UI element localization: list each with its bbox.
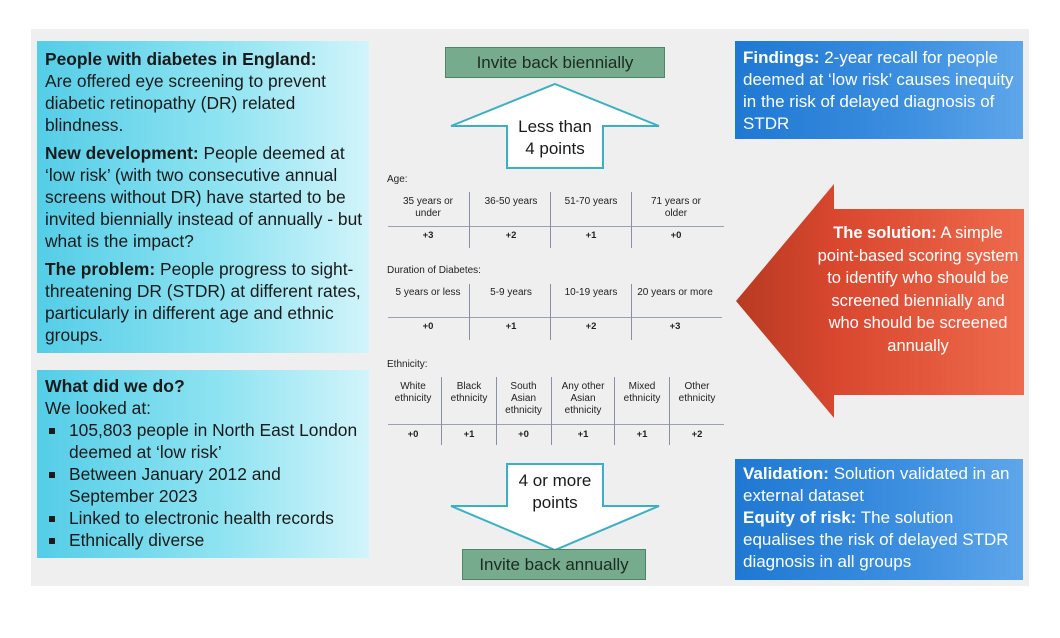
validation-panel: Validation: Solution validated in an ext… bbox=[735, 459, 1023, 580]
duration-score: +0 bbox=[422, 321, 434, 332]
ethnicity-col-label: Any other Asian ethnicity bbox=[561, 381, 605, 416]
equity-heading: Equity of risk: bbox=[743, 508, 857, 527]
table-divider bbox=[631, 284, 632, 340]
list-item: Between January 2012 and September 2023 bbox=[45, 463, 363, 507]
duration-col-label: 5 years or less bbox=[395, 287, 461, 298]
age-col-label: 35 years or under bbox=[402, 196, 454, 219]
age-score: +3 bbox=[422, 230, 434, 241]
age-score: +2 bbox=[505, 230, 517, 241]
ethnicity-col-label: Mixed ethnicity bbox=[623, 381, 661, 404]
table-divider bbox=[551, 377, 552, 445]
duration-score: +1 bbox=[505, 321, 517, 332]
methods-panel: What did we do? We looked at: 105,803 pe… bbox=[37, 370, 369, 558]
findings-paragraph: Findings: 2-year recall for people deeme… bbox=[743, 47, 1019, 135]
people-with-diabetes-paragraph: People with diabetes in England: Are off… bbox=[45, 48, 363, 136]
solution-heading: The solution: bbox=[833, 224, 937, 242]
list-item: 105,803 people in North East London deem… bbox=[45, 419, 363, 463]
new-development-heading: New development: bbox=[45, 143, 199, 163]
duration-col-label: 10-19 years bbox=[564, 287, 618, 298]
table-divider bbox=[669, 377, 670, 445]
list-item: Linked to electronic health records bbox=[45, 507, 363, 529]
ethnicity-score: +1 bbox=[577, 429, 589, 440]
age-score: +0 bbox=[670, 230, 682, 241]
age-col-label: 36-50 years bbox=[484, 196, 538, 207]
down-arrow bbox=[450, 463, 660, 552]
validation-paragraph: Validation: Solution validated in an ext… bbox=[743, 463, 1019, 507]
ethnicity-col-label: White ethnicity bbox=[394, 381, 432, 404]
table-divider bbox=[441, 377, 442, 445]
problem-heading: The problem: bbox=[45, 259, 156, 279]
methods-intro: We looked at: bbox=[45, 398, 152, 418]
solution-arrow bbox=[736, 184, 1024, 418]
background-panel: People with diabetes in England: Are off… bbox=[37, 41, 369, 353]
solution-text-block: The solution: A simple point-based scori… bbox=[815, 222, 1021, 357]
up-arrow-label: Less than 4 points bbox=[518, 117, 592, 158]
methods-list: 105,803 people in North East London deem… bbox=[45, 419, 363, 551]
table-divider bbox=[388, 226, 724, 227]
problem-text: People progress to sight-threatening DR … bbox=[45, 259, 361, 345]
ethnicity-col-label: Other ethnicity bbox=[678, 381, 716, 404]
equity-paragraph: Equity of risk: The solution equalises t… bbox=[743, 507, 1019, 573]
ethnicity-score: +1 bbox=[636, 429, 648, 440]
ethnicity-col-label: Black ethnicity bbox=[450, 381, 488, 404]
people-with-diabetes-heading: People with diabetes in England: bbox=[45, 49, 317, 69]
ethnicity-col-label: South Asian ethnicity bbox=[505, 381, 542, 416]
new-development-text: People deemed at ‘low risk’ (with two co… bbox=[45, 143, 363, 251]
table-divider bbox=[469, 284, 470, 340]
ethnicity-score: +0 bbox=[407, 429, 419, 440]
invite-annually-box: Invite back annually bbox=[462, 549, 646, 580]
duration-col-label: 5-9 years bbox=[490, 287, 532, 298]
invite-biennially-box: Invite back biennially bbox=[445, 47, 665, 78]
age-col-label: 71 years or older bbox=[650, 196, 702, 219]
ethnicity-score: +1 bbox=[463, 429, 475, 440]
down-arrow-label: 4 or more points bbox=[518, 471, 592, 512]
findings-text: 2-year recall for people deemed at ‘low … bbox=[743, 48, 1014, 133]
people-with-diabetes-text: Are offered eye screening to prevent dia… bbox=[45, 71, 327, 135]
age-table-title: Age: bbox=[387, 174, 408, 185]
table-divider bbox=[388, 317, 722, 318]
ethnicity-table-title: Ethnicity: bbox=[387, 359, 428, 370]
solution-text: A simple point-based scoring system to i… bbox=[817, 224, 1019, 355]
table-divider bbox=[388, 424, 724, 425]
table-divider bbox=[614, 377, 615, 445]
validation-text: Solution validated in an external datase… bbox=[743, 464, 1010, 505]
ethnicity-score: +2 bbox=[691, 429, 703, 440]
duration-table-title: Duration of Diabetes: bbox=[387, 265, 481, 276]
table-divider bbox=[550, 192, 551, 248]
findings-panel: Findings: 2-year recall for people deeme… bbox=[735, 41, 1023, 139]
duration-score: +3 bbox=[669, 321, 681, 332]
age-score: +1 bbox=[585, 230, 597, 241]
table-divider bbox=[550, 284, 551, 340]
duration-col-label: 20 years or more bbox=[637, 287, 713, 298]
problem-paragraph: The problem: People progress to sight-th… bbox=[45, 258, 363, 346]
up-arrow bbox=[450, 82, 660, 169]
duration-score: +2 bbox=[585, 321, 597, 332]
list-item: Ethnically diverse bbox=[45, 529, 363, 551]
age-col-label: 51-70 years bbox=[564, 196, 618, 207]
methods-heading: What did we do? bbox=[45, 376, 185, 396]
new-development-paragraph: New development: People deemed at ‘low r… bbox=[45, 142, 363, 252]
ethnicity-score: +0 bbox=[518, 429, 529, 440]
table-divider bbox=[496, 377, 497, 445]
findings-heading: Findings: bbox=[743, 48, 820, 67]
table-divider bbox=[469, 192, 470, 248]
validation-heading: Validation: bbox=[743, 464, 829, 483]
equity-text: The solution equalises the risk of delay… bbox=[743, 508, 1009, 571]
table-divider bbox=[631, 192, 632, 248]
